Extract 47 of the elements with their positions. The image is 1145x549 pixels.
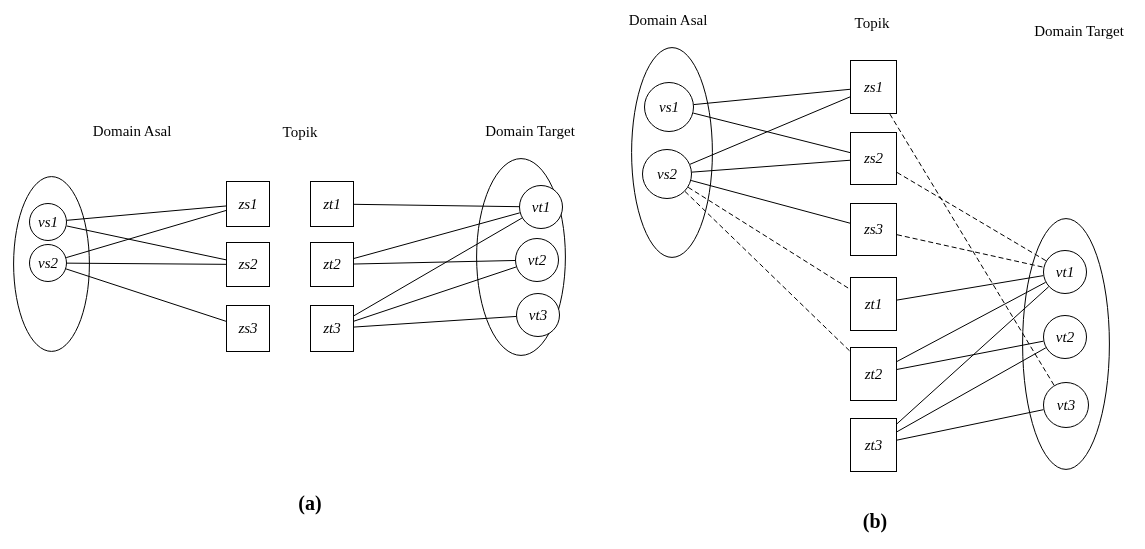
- connector-line: [353, 217, 523, 317]
- dashed-connector: [896, 234, 1044, 268]
- column-heading: Domain Target: [1033, 22, 1125, 41]
- ellipse-group: [1022, 218, 1110, 470]
- square-node: zt2: [850, 347, 897, 401]
- square-node: zs2: [226, 242, 270, 287]
- connector-line: [353, 260, 516, 265]
- connector-line: [66, 205, 227, 221]
- connector-line: [353, 266, 517, 322]
- connector-line: [690, 180, 851, 224]
- dashed-connector: [889, 113, 1055, 386]
- square-node: zs1: [850, 60, 897, 114]
- connector-line: [896, 281, 1047, 362]
- connector-line: [66, 225, 227, 261]
- group-heading: Domain Target: [484, 122, 576, 141]
- connector-line: [896, 275, 1044, 301]
- connector-line: [66, 262, 227, 265]
- square-node: zs1: [226, 181, 270, 227]
- connector-line: [353, 212, 521, 259]
- square-node: zs2: [850, 132, 897, 185]
- group-heading: Domain Asal: [91, 122, 173, 141]
- square-node: zt3: [850, 418, 897, 472]
- connector-line: [692, 112, 851, 154]
- column-heading: Topik: [853, 14, 891, 33]
- square-node: zt1: [310, 181, 354, 227]
- dashed-connector: [896, 171, 1047, 262]
- square-node: zt1: [850, 277, 897, 331]
- connector-line: [65, 210, 227, 259]
- square-node: zt2: [310, 242, 354, 287]
- connector-line: [896, 347, 1047, 433]
- connector-line: [896, 286, 1050, 425]
- square-node: zt3: [310, 305, 354, 352]
- panel-caption: (a): [297, 491, 323, 516]
- connector-line: [896, 409, 1044, 441]
- connector-line: [353, 315, 517, 328]
- dashed-connector: [684, 190, 851, 352]
- group-heading: Domain Asal: [627, 11, 709, 30]
- square-node: zs3: [850, 203, 897, 256]
- panel-caption: (b): [861, 509, 889, 535]
- column-heading: Topik: [281, 123, 319, 142]
- connector-line: [896, 340, 1044, 370]
- connector-line: [353, 203, 520, 208]
- square-node: zs3: [226, 305, 270, 352]
- connector-line: [691, 159, 851, 173]
- connector-line: [65, 268, 227, 322]
- connector-line: [693, 88, 851, 106]
- dashed-connector: [687, 186, 851, 290]
